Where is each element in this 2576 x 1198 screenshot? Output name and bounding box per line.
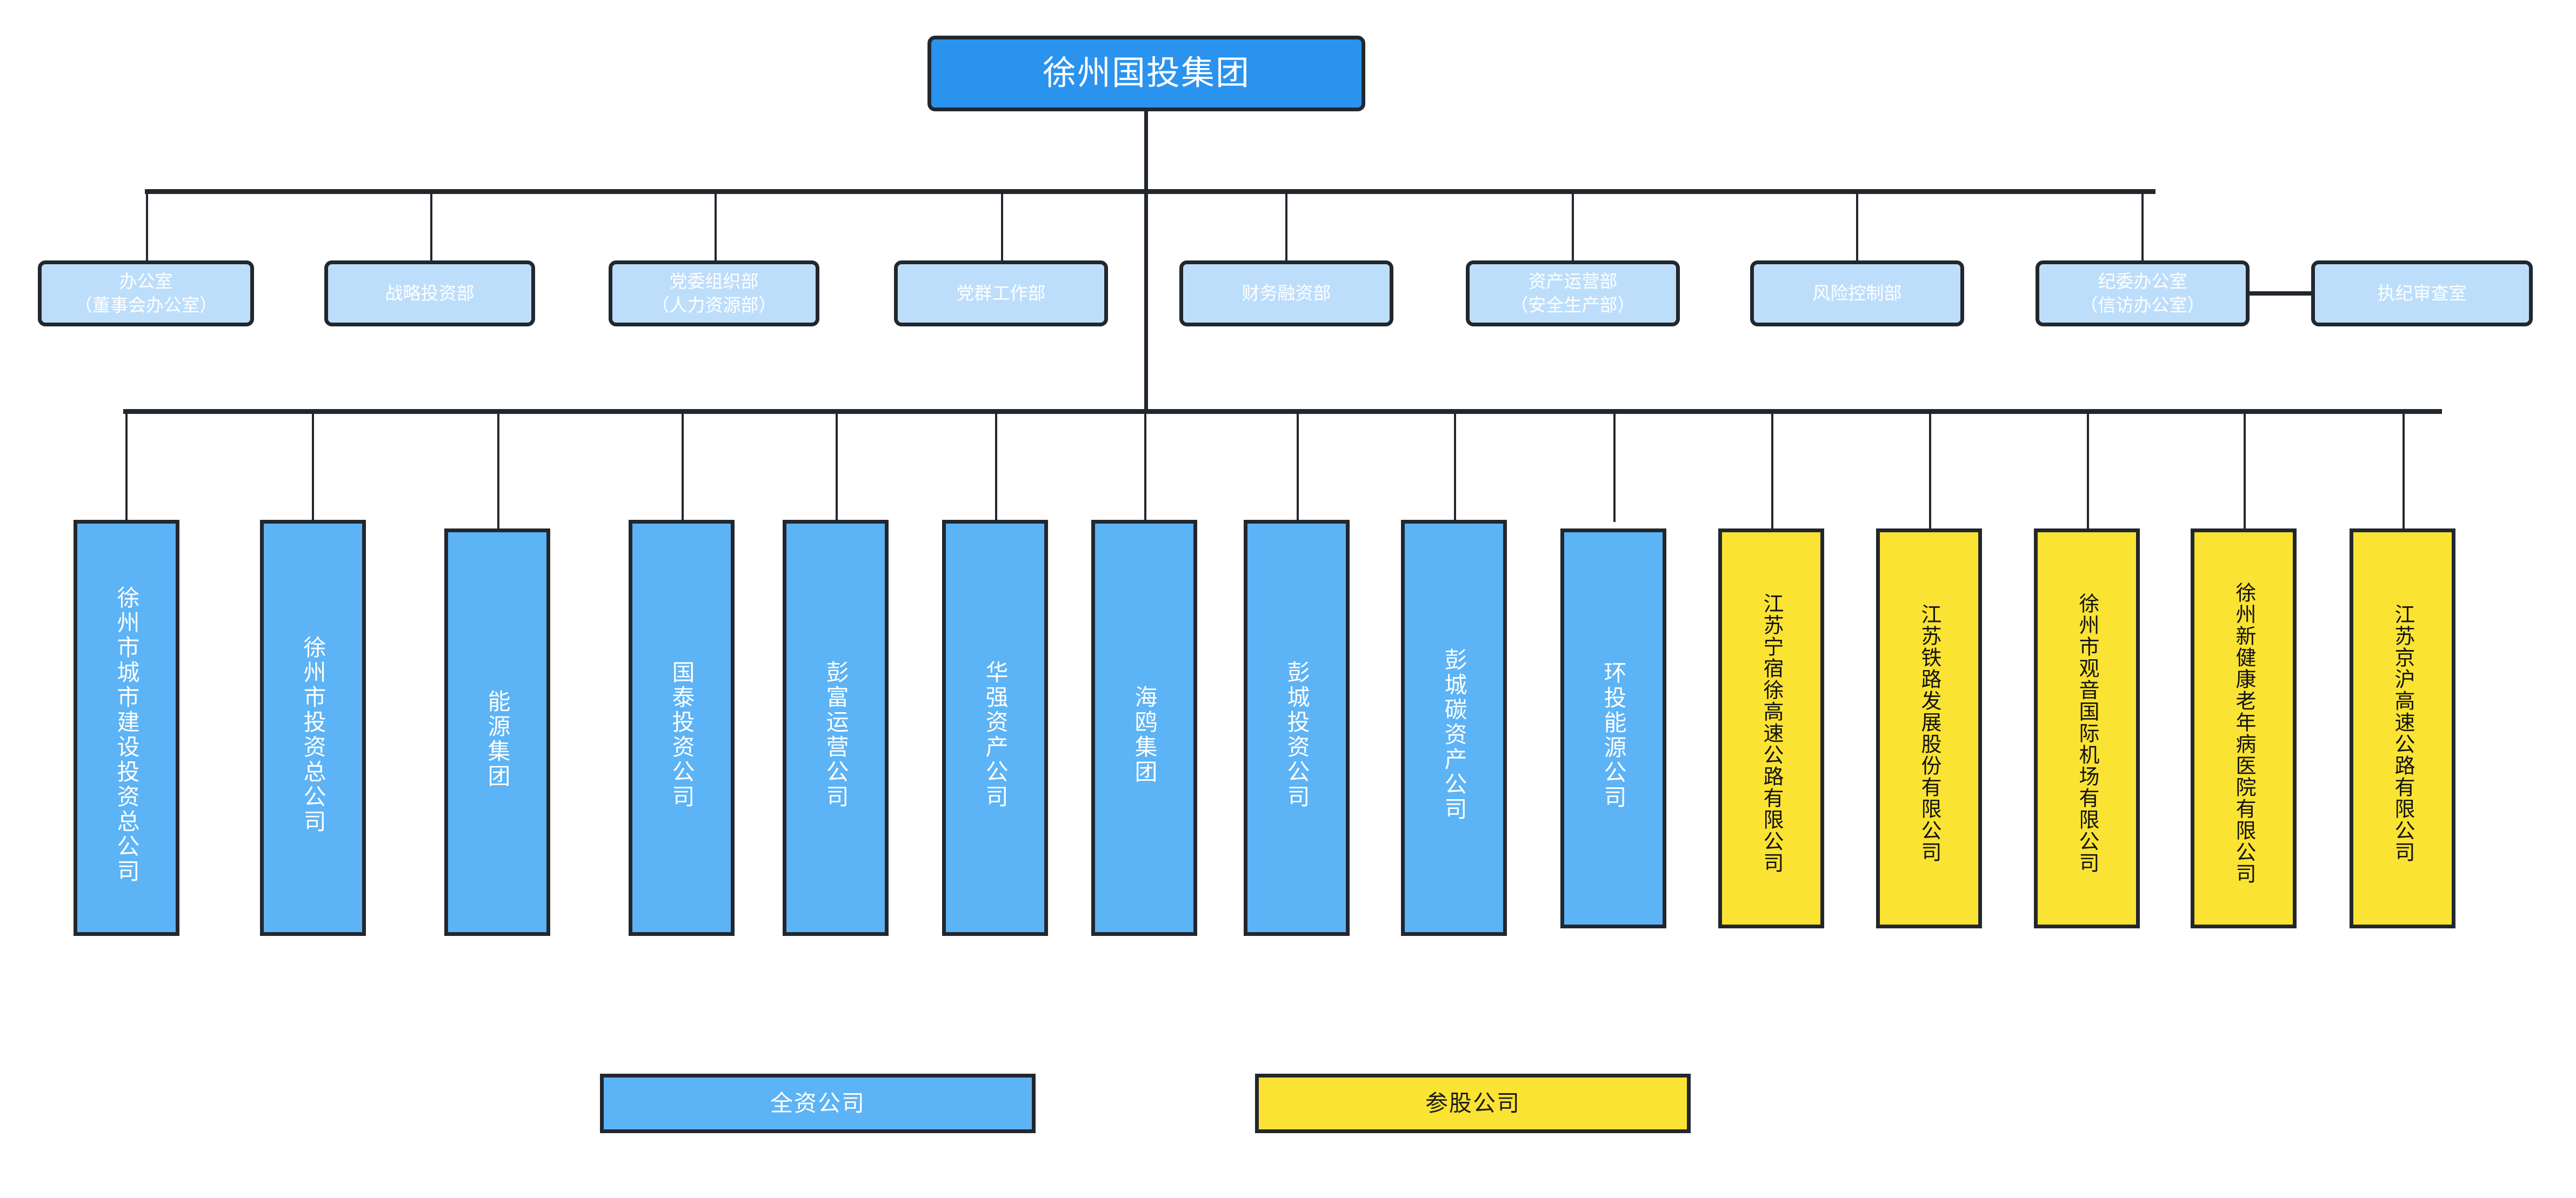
department-node-asset-operation[interactable]: 资产运营部 （安全生产部） (1466, 260, 1680, 326)
subsidiary-node-guanyin-international-airport[interactable]: 徐州市观音国际机场有限公司 (2034, 528, 2140, 928)
connector-sub-stem-7 (1144, 413, 1146, 522)
connector-sub-stem-1 (125, 413, 128, 522)
connector-sub-stem-12 (1929, 413, 1931, 530)
connector-dept-stem-4 (1001, 193, 1003, 262)
connector-sub-stem-3 (497, 413, 499, 530)
department-node-risk-control[interactable]: 风险控制部 (1750, 260, 1964, 326)
connector-sub-stem-13 (2087, 413, 2089, 530)
subsidiary-node-urban-construction-investment[interactable]: 徐州市城市建设投资总公司 (74, 520, 179, 936)
connector-dept-stem-5 (1285, 193, 1287, 262)
connector-dept-stem-2 (430, 193, 432, 262)
department-node-strategic-investment[interactable]: 战略投资部 (324, 260, 535, 326)
connector-department-bus (145, 189, 2155, 194)
connector-dept-stem-6 (1572, 193, 1574, 262)
subsidiary-node-pengfu-operation[interactable]: 彭富运营公司 (783, 520, 889, 936)
department-node-party-mass-work[interactable]: 党群工作部 (894, 260, 1108, 326)
connector-sub-stem-14 (2244, 413, 2246, 530)
subsidiary-node-jiangsu-railway-development[interactable]: 江苏铁路发展股份有限公司 (1876, 528, 1982, 928)
connector-sub-stem-4 (682, 413, 684, 522)
connector-dept-stem-8 (2141, 193, 2144, 262)
connector-dept-stem-1 (146, 193, 148, 262)
department-node-office[interactable]: 办公室 （董事会办公室） (38, 260, 254, 326)
department-node-party-organization[interactable]: 党委组织部 （人力资源部） (609, 260, 819, 326)
connector-sub-stem-15 (2403, 413, 2405, 530)
subsidiary-node-jinghu-expressway[interactable]: 江苏京沪高速公路有限公司 (2350, 528, 2455, 928)
subsidiary-node-xuzhou-investment-general[interactable]: 徐州市投资总公司 (260, 520, 366, 936)
subsidiary-node-ningsuxu-expressway[interactable]: 江苏宁宿徐高速公路有限公司 (1718, 528, 1824, 928)
department-node-discipline-inspection-room[interactable]: 执纪审查室 (2311, 260, 2533, 326)
subsidiary-node-energy-group[interactable]: 能源集团 (444, 528, 550, 936)
connector-dept-stem-7 (1856, 193, 1858, 262)
subsidiary-node-guotai-investment[interactable]: 国泰投资公司 (629, 520, 735, 936)
connector-sub-stem-8 (1297, 413, 1299, 522)
connector-sub-stem-6 (995, 413, 997, 522)
department-node-finance-financing[interactable]: 财务融资部 (1179, 260, 1393, 326)
connector-subsidiary-bus (123, 409, 2442, 414)
connector-discipline-to-inspection (2248, 291, 2313, 296)
legend-swatch-equity-stake: 参股公司 (1255, 1074, 1691, 1133)
subsidiary-node-huantou-energy[interactable]: 环投能源公司 (1560, 528, 1666, 928)
subsidiary-node-pengcheng-investment[interactable]: 彭城投资公司 (1244, 520, 1350, 936)
subsidiary-node-pengcheng-carbon-asset[interactable]: 彭城碳资产公司 (1401, 520, 1507, 936)
legend-swatch-wholly-owned: 全资公司 (600, 1074, 1036, 1133)
connector-dept-stem-3 (715, 193, 717, 262)
subsidiary-node-haiou-group[interactable]: 海鸥集团 (1091, 520, 1197, 936)
connector-root-stem (1144, 111, 1148, 191)
root-node-group[interactable]: 徐州国投集团 (927, 36, 1365, 111)
subsidiary-node-huaqiang-asset[interactable]: 华强资产公司 (942, 520, 1048, 936)
connector-sub-stem-10 (1613, 413, 1616, 522)
connector-sub-stem-9 (1454, 413, 1456, 522)
department-node-discipline-office[interactable]: 纪委办公室 （信访办公室） (2036, 260, 2250, 326)
connector-root-trunk-lower (1144, 194, 1148, 413)
connector-sub-stem-5 (836, 413, 838, 522)
connector-sub-stem-11 (1771, 413, 1773, 530)
subsidiary-node-xinjiankang-geriatric-hospital[interactable]: 徐州新健康老年病医院有限公司 (2191, 528, 2297, 928)
connector-sub-stem-2 (312, 413, 314, 522)
